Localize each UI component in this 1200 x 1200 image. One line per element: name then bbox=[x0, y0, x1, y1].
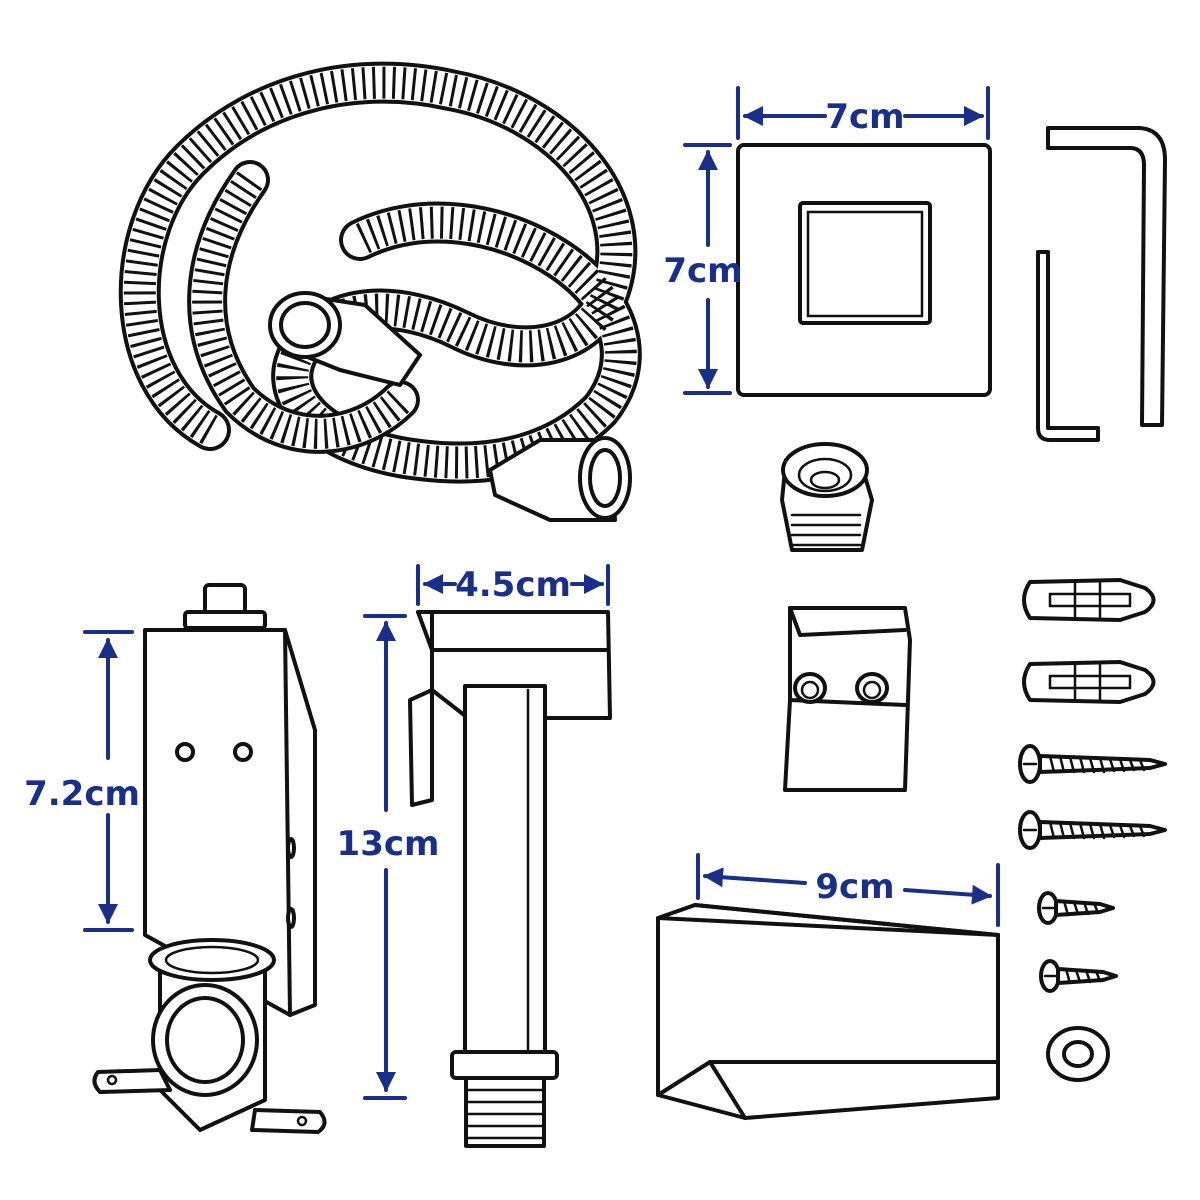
screw-icon bbox=[1037, 891, 1115, 925]
wall-anchor-icon bbox=[1022, 660, 1156, 704]
cover-box-icon bbox=[656, 903, 1000, 1120]
dimension-sprayer-height: 13cm bbox=[337, 614, 440, 1100]
dimension-cover-width: 9cm bbox=[696, 853, 1000, 927]
cover-width-label: 9cm bbox=[815, 867, 894, 907]
screw-icon bbox=[1039, 959, 1118, 993]
sprayer-width-label: 4.5cm bbox=[455, 565, 571, 605]
bidet-sprayer-icon bbox=[408, 610, 612, 1148]
screw-icon bbox=[1018, 744, 1167, 784]
hose-icon bbox=[118, 61, 642, 522]
flange-width-label: 7cm bbox=[825, 97, 904, 137]
wall-bracket-icon bbox=[783, 606, 912, 792]
valve-body-icon bbox=[92, 583, 327, 1134]
threaded-nipple-icon bbox=[780, 442, 874, 552]
washer-icon bbox=[1046, 1026, 1110, 1082]
screw-icon bbox=[1018, 810, 1167, 850]
dimension-valve-height: 7.2cm bbox=[24, 630, 140, 932]
flange-height-label: 7cm bbox=[663, 251, 742, 291]
valve-height-label: 7.2cm bbox=[24, 774, 140, 814]
hex-key-icon bbox=[1036, 126, 1167, 442]
dimension-sprayer-width: 4.5cm bbox=[416, 564, 610, 606]
dimension-flange-height: 7cm bbox=[663, 143, 743, 395]
dimension-flange-width: 7cm bbox=[736, 86, 990, 140]
wall-anchor-icon bbox=[1022, 578, 1156, 622]
sprayer-height-label: 13cm bbox=[337, 824, 440, 864]
square-flange-icon bbox=[736, 143, 992, 397]
